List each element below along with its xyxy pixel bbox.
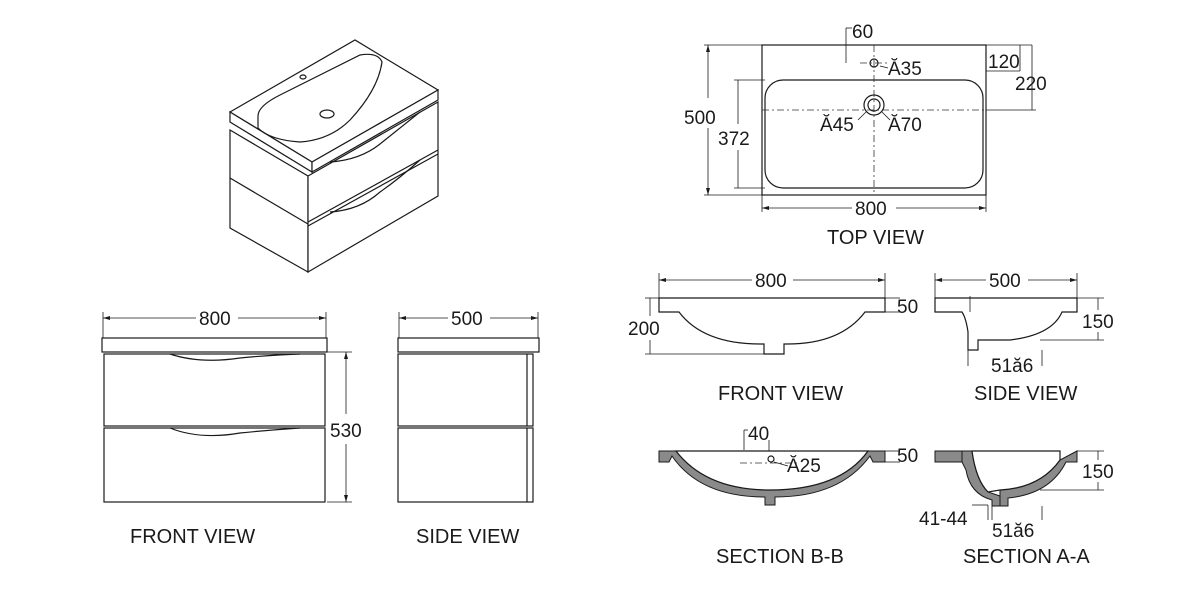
top-tap-hole: Ă35 bbox=[888, 59, 922, 80]
section-bb-rim: 50 bbox=[897, 446, 918, 467]
basin-front-caption: FRONT VIEW bbox=[718, 383, 843, 405]
top-width: 800 bbox=[855, 199, 887, 220]
basin-side-drain: 51ă6 bbox=[991, 356, 1033, 377]
section-aa-wall: 41-44 bbox=[919, 509, 968, 530]
top-tap-offset-y: 120 bbox=[988, 52, 1020, 73]
basin-front-view: 800 50 200 FRONT VIEW bbox=[628, 271, 918, 405]
top-view: 60 Ă35 Ă45 Ă70 120 220 500 372 bbox=[684, 22, 1047, 249]
top-drain-offset-y: 220 bbox=[1015, 74, 1047, 95]
basin-side-height: 150 bbox=[1082, 312, 1114, 333]
section-aa-caption: SECTION A-A bbox=[963, 546, 1090, 568]
cabinet-side-view: 500 SIDE VIEW bbox=[397, 309, 540, 548]
top-drain-outer: Ă70 bbox=[888, 115, 922, 136]
section-bb-offset: 40 bbox=[748, 424, 769, 445]
cabinet-side-caption: SIDE VIEW bbox=[416, 526, 519, 548]
cabinet-side-depth: 500 bbox=[451, 309, 483, 330]
basin-side-caption: SIDE VIEW bbox=[974, 383, 1077, 405]
section-aa: 150 41-44 51ă6 SECTION A-A bbox=[919, 450, 1114, 568]
cabinet-front-view: 800 530 FRONT VIEW bbox=[101, 309, 362, 548]
basin-side-view: 500 150 51ă6 SIDE VIEW bbox=[934, 271, 1114, 405]
section-bb-caption: SECTION B-B bbox=[716, 546, 844, 568]
cabinet-front-caption: FRONT VIEW bbox=[130, 526, 255, 548]
basin-front-height: 200 bbox=[628, 319, 660, 340]
isometric-view bbox=[228, 39, 440, 274]
section-bb: 40 Ă25 50 SECTION B-B bbox=[658, 424, 918, 568]
cabinet-front-width: 800 bbox=[199, 309, 231, 330]
top-drain-inner: Ă45 bbox=[820, 115, 854, 136]
top-depth: 500 bbox=[684, 108, 716, 129]
basin-side-depth: 500 bbox=[989, 271, 1021, 292]
basin-front-rim: 50 bbox=[897, 297, 918, 318]
section-aa-drain: 51ă6 bbox=[992, 521, 1034, 542]
section-bb-overflow: Ă25 bbox=[787, 456, 821, 477]
basin-front-width: 800 bbox=[755, 271, 787, 292]
section-aa-height: 150 bbox=[1082, 462, 1114, 483]
top-tap-offset-x: 60 bbox=[852, 22, 873, 43]
top-view-caption: TOP VIEW bbox=[827, 227, 924, 249]
top-inner-depth: 372 bbox=[718, 129, 750, 150]
cabinet-front-height: 530 bbox=[330, 421, 362, 442]
